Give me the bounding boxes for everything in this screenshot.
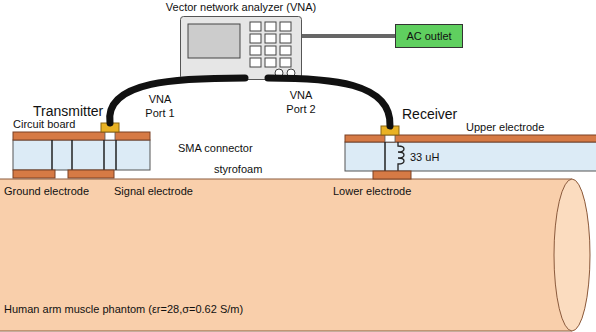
node-text: Vector network analyzer (VNA)	[166, 1, 316, 14]
arm-outline	[0, 179, 572, 331]
connector-pin	[105, 132, 115, 140]
vna-button	[265, 58, 276, 67]
part-label: 33 uH	[410, 150, 439, 164]
circuit-board	[13, 132, 150, 140]
part-label: VNA Port 2	[281, 88, 321, 116]
via-wire	[51, 140, 53, 170]
part-label: Transmitter	[33, 103, 103, 120]
vna-button	[250, 22, 261, 31]
vna-button	[265, 46, 276, 55]
ground-electrode	[13, 170, 55, 178]
vna-button	[280, 58, 291, 67]
arm-end	[554, 179, 590, 331]
lower-electrode	[373, 171, 411, 179]
arm-phantom: Human arm muscle phantom (εr=28,σ=0.62 S…	[0, 178, 596, 332]
upper-electrode	[345, 135, 596, 142]
arm-body	[0, 179, 590, 331]
vna-button	[265, 34, 276, 43]
vna-button	[280, 34, 291, 43]
coax-cable	[268, 78, 390, 126]
part-label: VNA Port 1	[140, 92, 180, 120]
part-label: Receiver	[402, 106, 457, 123]
signal-electrode	[68, 170, 114, 178]
vna-device: Vector network analyzer (VNA)	[180, 16, 302, 80]
part-label: Upper electrode	[466, 120, 544, 134]
vna-screen	[188, 24, 240, 58]
node-text: Human arm muscle phantom (εr=28,σ=0.62 S…	[4, 303, 243, 316]
connector-pin	[385, 135, 395, 142]
vna-button	[280, 22, 291, 31]
coax-cable	[110, 78, 245, 123]
inductor-symbol	[398, 142, 404, 171]
vna-button	[250, 46, 261, 55]
part-label: Circuit board	[13, 117, 75, 131]
power-cord	[302, 36, 395, 37]
via-wire	[115, 140, 117, 170]
node-text: AC outlet	[406, 30, 451, 43]
vna-button	[265, 22, 276, 31]
via-wire	[71, 140, 73, 170]
outlet-rect	[396, 25, 463, 48]
part-label: Signal electrode	[114, 184, 193, 198]
part-label: styrofoam	[214, 162, 262, 176]
vna-button	[250, 58, 261, 67]
part-label: Lower electrode	[333, 184, 411, 198]
vna-device-shape	[180, 16, 302, 80]
vna-housing	[181, 17, 302, 80]
signal-wire	[384, 142, 386, 171]
ac-outlet-box: AC outlet	[395, 24, 463, 48]
styrofoam-block	[13, 140, 150, 170]
cord-line	[302, 34, 395, 38]
part-label: SMA connector	[178, 141, 253, 155]
part-label: Ground electrode	[4, 184, 89, 198]
vna-button	[250, 34, 261, 43]
styrofoam-block	[345, 142, 596, 171]
via-wire	[103, 140, 105, 170]
vna-button	[280, 46, 291, 55]
